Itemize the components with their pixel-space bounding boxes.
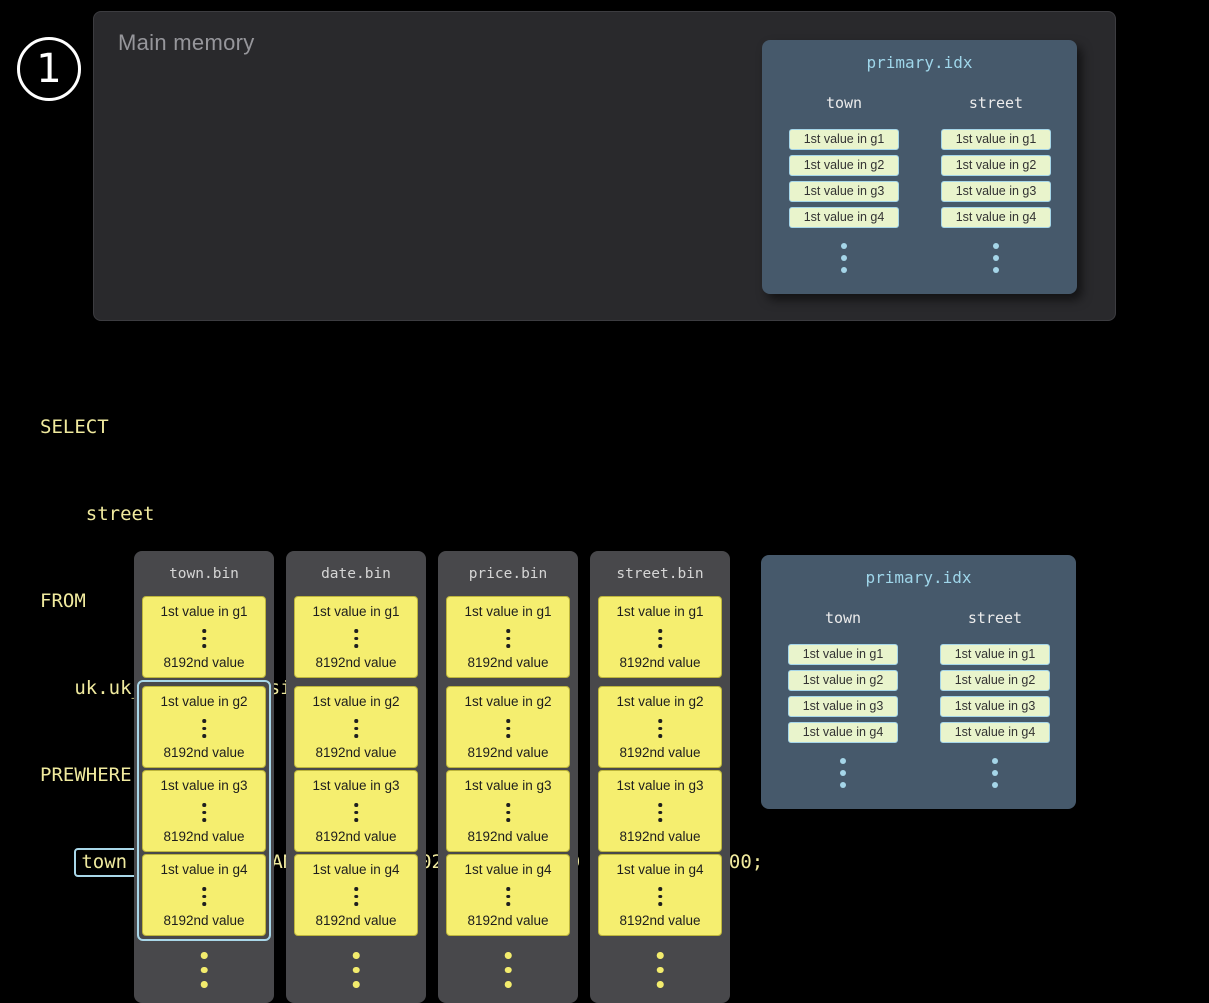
index-entry-chip: 1st value in g1 [941,129,1051,150]
ellipsis-icon [354,627,358,650]
column-header-street: street [968,94,1024,112]
granule-block: 1st value in g2 8192nd value [294,686,418,768]
ellipsis-icon [352,948,360,992]
index-column-town: town 1st value in g1 1st value in g2 1st… [773,609,913,791]
ellipsis-icon [925,755,1065,791]
main-memory-panel: Main memory primary.idx town 1st value i… [93,11,1116,321]
step-number: 1 [36,46,62,92]
granule-block: 1st value in g3 8192nd value [598,770,722,852]
granule-block: 1st value in g2 8192nd value [598,686,722,768]
index-entry-chip: 1st value in g4 [940,722,1050,743]
ellipsis-icon [658,627,662,650]
sql-line: street [40,503,155,525]
ellipsis-icon [202,627,206,650]
index-column-town: town 1st value in g1 1st value in g2 1st… [774,94,914,276]
sql-indent [40,851,74,873]
granule-block: 1st value in g2 8192nd value [142,686,266,768]
ellipsis-icon [202,885,206,908]
town-bin-panel: town.bin 1st value in g1 8192nd value 1s… [134,551,274,1003]
primary-index-box-disk: primary.idx town 1st value in g1 1st val… [761,555,1076,809]
index-entry-chip: 1st value in g2 [941,155,1051,176]
index-column-street: street 1st value in g1 1st value in g2 1… [926,94,1066,276]
index-entry-chip: 1st value in g1 [788,644,898,665]
index-entry-chip: 1st value in g4 [789,207,899,228]
sql-line: PREWHERE [40,764,132,786]
primary-index-title: primary.idx [865,568,972,587]
ellipsis-icon [658,717,662,740]
main-memory-label: Main memory [118,30,255,55]
index-entry-chip: 1st value in g3 [940,696,1050,717]
ellipsis-icon [774,240,914,276]
bin-file-title: street.bin [616,566,704,582]
index-entry-chip: 1st value in g2 [940,670,1050,691]
granule-block: 1st value in g3 8192nd value [294,770,418,852]
granule-block: 1st value in g3 8192nd value [142,770,266,852]
date-bin-panel: date.bin 1st value in g1 8192nd value 1s… [286,551,426,1003]
granule-block: 1st value in g4 8192nd value [446,854,570,936]
granule-block: 1st value in g4 8192nd value [598,854,722,936]
granule-block: 1st value in g3 8192nd value [446,770,570,852]
ellipsis-icon [656,948,664,992]
bin-file-title: price.bin [468,566,548,582]
ellipsis-icon [773,755,913,791]
column-header-town: town [824,609,862,627]
ellipsis-icon [658,801,662,824]
index-entry-chip: 1st value in g3 [788,696,898,717]
index-entry-chip: 1st value in g1 [789,129,899,150]
street-bin-panel: street.bin 1st value in g1 8192nd value … [590,551,730,1003]
index-column-street: street 1st value in g1 1st value in g2 1… [925,609,1065,791]
granule-block: 1st value in g2 8192nd value [446,686,570,768]
column-header-town: town [825,94,863,112]
ellipsis-icon [504,948,512,992]
bin-file-title: town.bin [169,566,239,582]
bin-file-title: date.bin [321,566,391,582]
granule-block: 1st value in g1 8192nd value [446,596,570,678]
column-header-street: street [967,609,1023,627]
ellipsis-icon [506,717,510,740]
primary-index-box-memory: primary.idx town 1st value in g1 1st val… [762,40,1077,294]
ellipsis-icon [202,801,206,824]
ellipsis-icon [506,801,510,824]
index-entry-chip: 1st value in g1 [940,644,1050,665]
ellipsis-icon [354,717,358,740]
ellipsis-icon [506,627,510,650]
step-number-badge: 1 [17,37,81,101]
ellipsis-icon [506,885,510,908]
ellipsis-icon [354,801,358,824]
granule-block: 1st value in g1 8192nd value [142,596,266,678]
price-bin-panel: price.bin 1st value in g1 8192nd value 1… [438,551,578,1003]
index-entry-chip: 1st value in g2 [789,155,899,176]
index-entry-chip: 1st value in g3 [941,181,1051,202]
ellipsis-icon [200,948,208,992]
sql-line: FROM [40,590,86,612]
index-entry-chip: 1st value in g4 [941,207,1051,228]
granule-block: 1st value in g4 8192nd value [294,854,418,936]
granule-block: 1st value in g4 8192nd value [142,854,266,936]
ellipsis-icon [658,885,662,908]
index-entry-chip: 1st value in g3 [789,181,899,202]
index-entry-chip: 1st value in g4 [788,722,898,743]
granule-block: 1st value in g1 8192nd value [598,596,722,678]
sql-line: SELECT [40,416,109,438]
primary-index-title: primary.idx [866,53,973,72]
index-entry-chip: 1st value in g2 [788,670,898,691]
granule-block: 1st value in g1 8192nd value [294,596,418,678]
ellipsis-icon [202,717,206,740]
ellipsis-icon [354,885,358,908]
ellipsis-icon [926,240,1066,276]
